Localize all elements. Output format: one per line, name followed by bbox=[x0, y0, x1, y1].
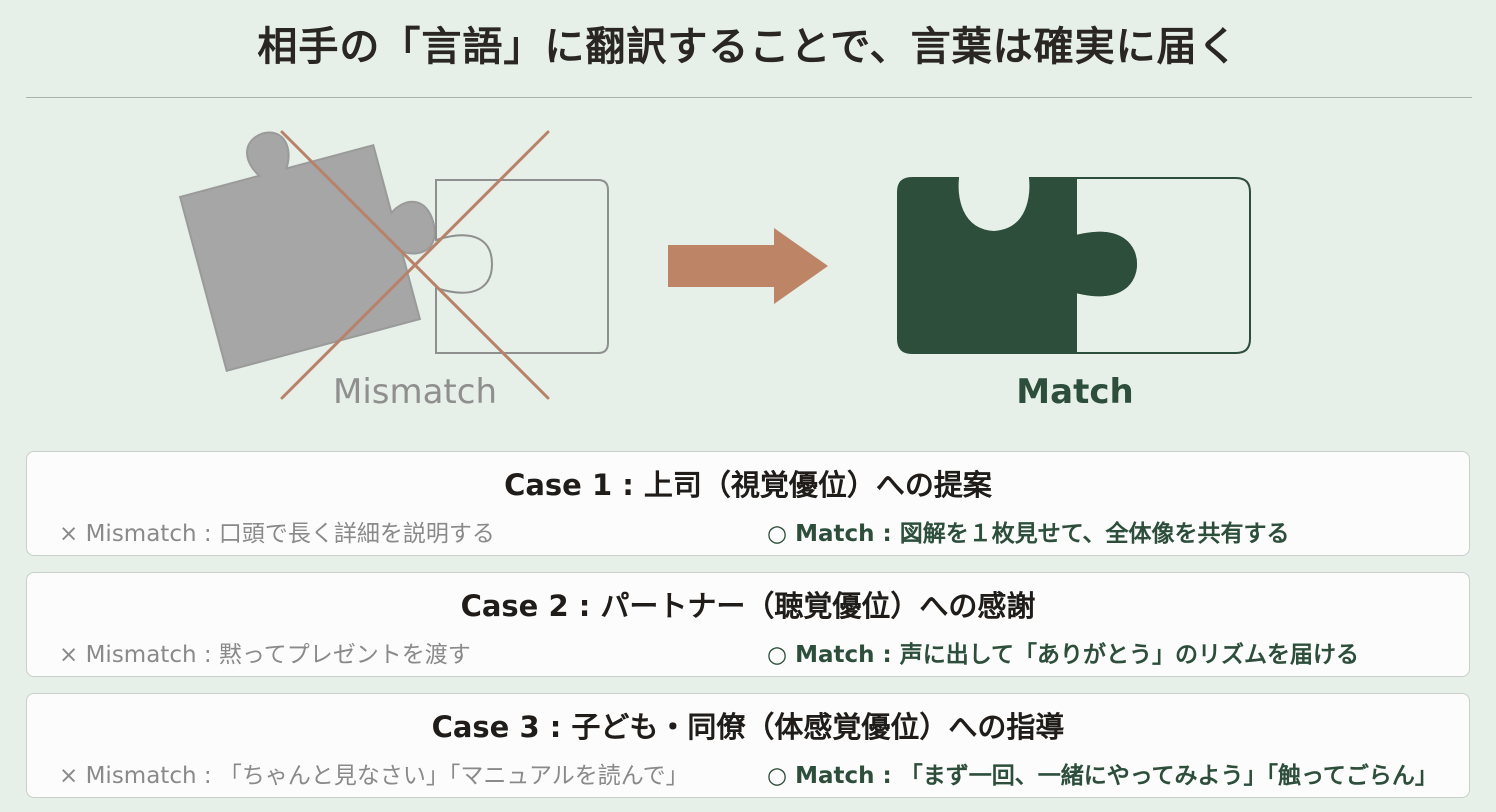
title-divider bbox=[26, 97, 1472, 98]
match-example: ○ Match : 声に出して「ありがとう」のリズムを届ける bbox=[767, 642, 1360, 668]
page-title: 相手の「言語」に翻訳することで、言葉は確実に届く bbox=[257, 24, 1239, 70]
match-label: Match bbox=[1016, 372, 1134, 412]
mismatch-example: × Mismatch : 「ちゃんと見なさい」「マニュアルを読んで」 bbox=[59, 763, 689, 789]
case-card-1: Case 1 : 上司（視覚優位）への提案 × Mismatch : 口頭で長く… bbox=[26, 451, 1470, 556]
case-title: Case 1 : 上司（視覚優位）への提案 bbox=[504, 468, 992, 502]
case-card-2: Case 2 : パートナー（聴覚優位）への感謝 × Mismatch : 黙っ… bbox=[26, 572, 1470, 677]
right-arrow-icon bbox=[668, 228, 828, 304]
case-title: Case 2 : パートナー（聴覚優位）への感謝 bbox=[460, 589, 1036, 623]
cross-mark-icon bbox=[280, 130, 550, 400]
case-title: Case 3 : 子ども・同僚（体感覚優位）への指導 bbox=[431, 710, 1065, 744]
mismatch-label: Mismatch bbox=[332, 372, 498, 412]
mismatch-example: × Mismatch : 黙ってプレゼントを渡す bbox=[59, 642, 471, 668]
gray-puzzle-piece-icon bbox=[178, 131, 436, 373]
case-card-3: Case 3 : 子ども・同僚（体感覚優位）への指導 × Mismatch : … bbox=[26, 693, 1470, 798]
outline-puzzle-piece-icon bbox=[435, 179, 609, 354]
outline-puzzle-piece-icon bbox=[1075, 177, 1251, 354]
match-example: ○ Match : 図解を１枚見せて、全体像を共有する bbox=[767, 521, 1290, 547]
puzzle-diagram bbox=[178, 130, 1251, 400]
match-example: ○ Match : 「まず一回、一緒にやってみよう」「触ってごらん」 bbox=[767, 763, 1438, 789]
mismatch-example: × Mismatch : 口頭で長く詳細を説明する bbox=[59, 521, 495, 547]
green-puzzle-piece-icon bbox=[897, 177, 1138, 354]
